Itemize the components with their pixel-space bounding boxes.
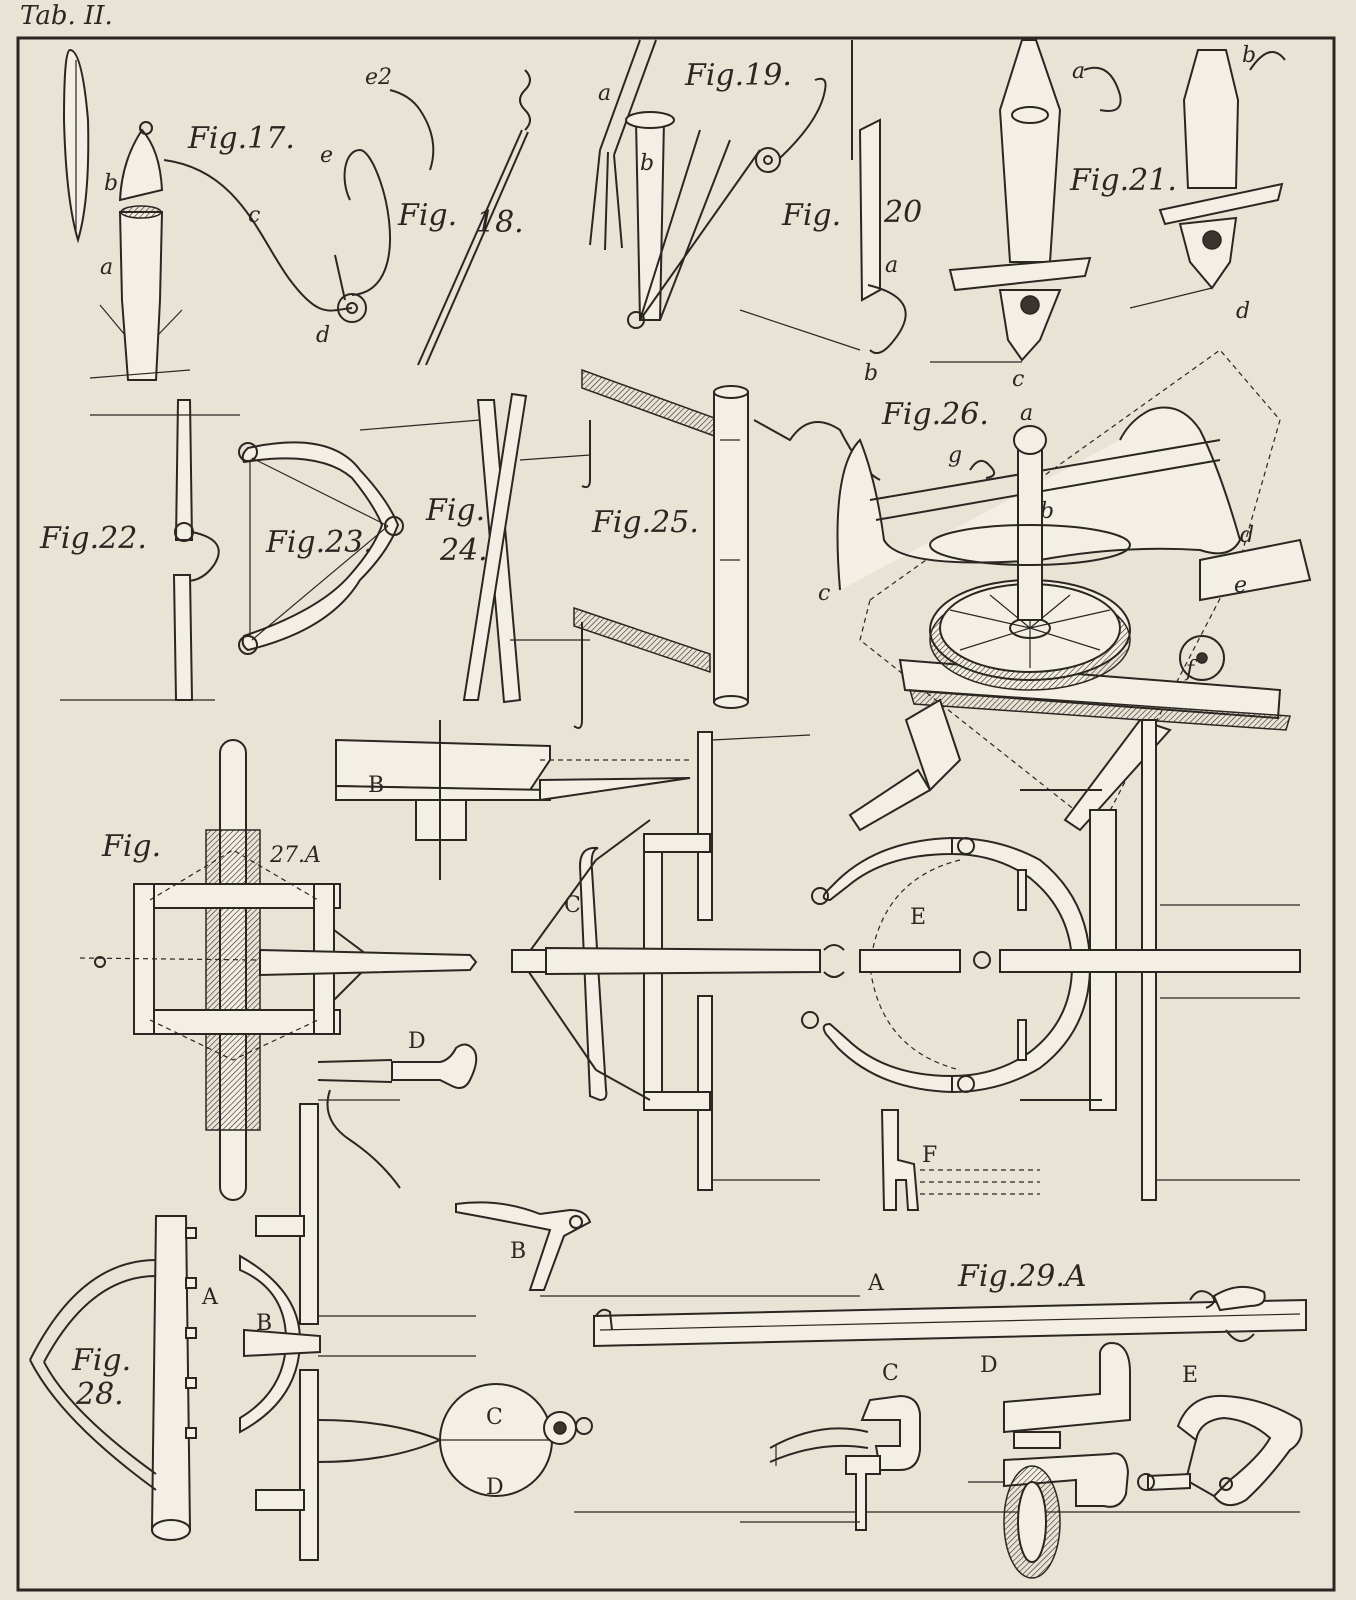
fig24-label-b: 24. xyxy=(439,533,488,568)
fig17-letter-a: a xyxy=(100,255,113,280)
fig27-letter-D: D xyxy=(408,1029,426,1054)
fig18-label-a: Fig. xyxy=(397,198,457,233)
fig26-letter-a: a xyxy=(1020,401,1033,426)
fig21-drawing xyxy=(930,39,1286,363)
fig18-drawing xyxy=(417,69,531,366)
fig29-label: Fig.29.A xyxy=(957,1259,1087,1294)
fig25-label: Fig.25. xyxy=(591,505,699,540)
fig20-letter-b: b xyxy=(864,361,878,386)
fig17-letter-e: e xyxy=(320,143,333,168)
fig29-letter-B: B xyxy=(510,1239,526,1264)
fig29-letter-A: A xyxy=(867,1271,885,1296)
fig29-letter-C: C xyxy=(882,1361,899,1386)
fig17-letter-d: d xyxy=(316,323,330,348)
fig29-drawing xyxy=(455,1201,1307,1579)
fig28-label-a: Fig. xyxy=(71,1343,131,1378)
fig29-letter-E: E xyxy=(1182,1363,1198,1388)
plate-border xyxy=(16,36,1336,1592)
fig19-label: Fig.19. xyxy=(684,58,792,93)
fig17-letter-e2: e2 xyxy=(365,65,392,90)
fig23-label: Fig.23. xyxy=(265,525,373,560)
fig27-letter-E: E xyxy=(910,905,926,930)
fig28-drawing xyxy=(29,1099,593,1561)
fig26-letter-b: b xyxy=(1040,499,1054,524)
fig26-drawing xyxy=(836,349,1312,832)
fig28-letter-D: D xyxy=(486,1475,504,1500)
fig28-label-b: 28. xyxy=(75,1377,124,1412)
fig21-letter-a: a xyxy=(1072,59,1085,84)
fig20-letter-a: a xyxy=(885,253,898,278)
fig21-letter-d: d xyxy=(1236,299,1250,324)
fig17-letter-b: b xyxy=(104,171,118,196)
fig23-drawing xyxy=(238,441,404,655)
fig26-letter-d: d xyxy=(1240,523,1254,548)
fig27-label-b: 27.A xyxy=(269,843,321,868)
fig28-letter-A: A xyxy=(201,1285,219,1310)
fig26-label: Fig.26. xyxy=(881,397,989,432)
fig18-label-b: 18. xyxy=(476,205,524,240)
fig28-letter-B: B xyxy=(256,1311,272,1336)
fig20-label-b: 20 xyxy=(883,195,922,230)
fig17-label: Fig.17. xyxy=(187,121,295,156)
fig17-letter-c: c xyxy=(248,203,260,228)
fig27-drawing xyxy=(79,719,1301,1211)
fig29-letter-D: D xyxy=(980,1353,998,1378)
fig27-letter-F: F xyxy=(922,1143,937,1168)
fig19-letter-b: b xyxy=(640,151,654,176)
fig19-drawing xyxy=(589,39,827,329)
fig21-letter-c: c xyxy=(1012,367,1024,392)
fig22-label: Fig.22. xyxy=(39,521,147,556)
fig20-label-a: Fig. xyxy=(781,198,841,233)
fig27-letter-B: B xyxy=(368,773,384,798)
fig22-drawing xyxy=(60,399,240,701)
fig27-letter-C: C xyxy=(564,893,581,918)
fig24-label-a: Fig. xyxy=(425,493,485,528)
fig24-drawing xyxy=(359,392,590,704)
fig26-letter-e: e xyxy=(1234,573,1247,598)
fig26-letter-g: g xyxy=(948,443,962,468)
fig21-label: Fig.21. xyxy=(1069,163,1177,198)
fig20-drawing xyxy=(739,40,907,355)
plate-title: Tab. II. xyxy=(20,1,113,31)
fig26-letter-c: c xyxy=(818,581,830,606)
fig21-letter-b: b xyxy=(1242,43,1256,68)
fig28-letter-C: C xyxy=(486,1405,503,1430)
fig19-letter-a: a xyxy=(598,81,611,106)
fig17-drawing xyxy=(62,48,435,381)
fig25-drawing xyxy=(519,368,881,729)
fig27-label-a: Fig. xyxy=(101,829,161,864)
